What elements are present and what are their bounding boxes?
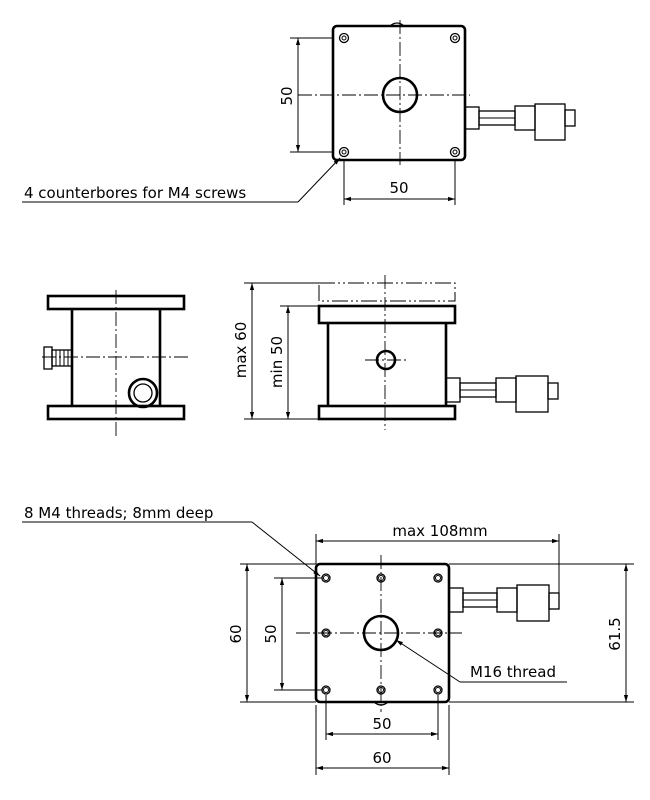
front-bottom-plate	[317, 404, 457, 421]
front-dim-min: min 50	[268, 336, 286, 388]
bottom-note-m16: M16 thread	[470, 663, 556, 681]
top-note-counterbores: 4 counterbores for M4 screws	[24, 184, 246, 202]
micrometer-bottom	[448, 584, 560, 622]
bottom-dim-bottom-inner: 50	[372, 715, 391, 733]
bottom-dim-left-inner: 50	[262, 624, 280, 643]
top-view-plate	[331, 24, 467, 162]
bottom-view-plate	[314, 562, 451, 704]
bottom-dim-left-outer: 60	[227, 624, 245, 643]
top-view: 50 50 4 counterbores for M4 screws	[22, 20, 576, 205]
bottom-dim-right: 61.5	[606, 617, 624, 650]
front-dim-max: max 60	[232, 322, 250, 379]
counterbore-holes	[338, 32, 461, 158]
top-dim-side: 50	[278, 86, 296, 105]
m4-thread-holes	[321, 573, 443, 695]
bottom-view: 8 M4 threads; 8mm deep max 108mm 60 50 6…	[22, 504, 634, 775]
front-top-plate	[317, 304, 457, 325]
side-knob	[43, 346, 53, 370]
left-side-view	[42, 290, 190, 436]
front-view: max 60 min 50	[232, 275, 559, 430]
side-bottom-hole	[127, 377, 159, 409]
bottom-dim-max-length: max 108mm	[392, 522, 487, 540]
top-dim-bottom: 50	[389, 179, 408, 197]
bottom-note-threads: 8 M4 threads; 8mm deep	[24, 504, 213, 522]
bottom-dim-bottom-outer: 60	[372, 749, 391, 767]
top-view-tab	[389, 22, 405, 27]
side-knob-shaft	[51, 349, 73, 367]
max-position-outline	[318, 282, 456, 302]
micrometer-top	[464, 103, 576, 141]
micrometer-front	[445, 375, 559, 413]
